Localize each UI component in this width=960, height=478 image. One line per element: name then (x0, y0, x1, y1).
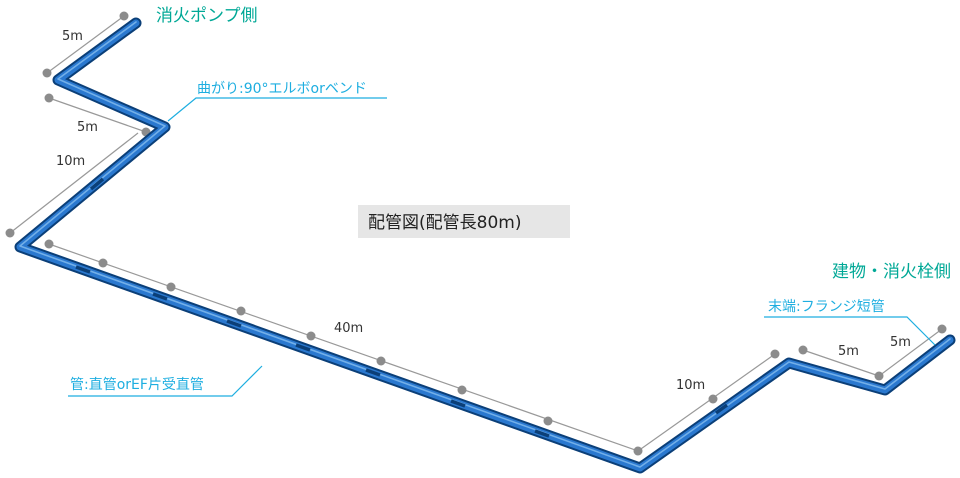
dimension-dot (937, 324, 947, 334)
dimension-line-second (48, 97, 147, 133)
dimension-dot (798, 345, 808, 355)
pipe-outline (14, 17, 956, 474)
dimension-dot (457, 385, 467, 395)
dimension-label-long: 40m (334, 321, 363, 336)
dimension-label-right-end: 5m (890, 335, 911, 350)
pipe-coupling (295, 343, 311, 352)
pipe-body (16, 19, 954, 472)
dimension-dot (874, 371, 884, 381)
pipe-coupling (450, 399, 466, 408)
dimension-dot (5, 228, 15, 238)
dimension-line-top (46, 15, 125, 74)
dimension-dot (44, 93, 54, 103)
dimension-line-right-end (878, 328, 943, 377)
center-title-box (358, 205, 570, 238)
dimension-dot (633, 446, 643, 456)
dimension-dot (770, 349, 780, 359)
dimension-label-second: 5m (77, 120, 98, 135)
dimension-dot (42, 68, 52, 78)
pipe-coupling (365, 368, 381, 377)
pipe-callout: 管:直管orEF片受直管 (70, 376, 204, 393)
pipe-coupling (714, 403, 729, 415)
dimension-dot (236, 306, 246, 316)
dimension-lines (9, 15, 943, 452)
dimension-dot (306, 331, 316, 341)
dimension-dot (543, 416, 553, 426)
elbow-callout-leader (167, 97, 387, 122)
end-callout-leader (764, 316, 936, 346)
pipe-callout-leader (68, 365, 263, 397)
dimension-line-diagonal (9, 132, 139, 234)
dimension-dot (98, 258, 108, 268)
pipe-run (14, 17, 956, 474)
dimension-line-right-diagonal (637, 353, 776, 452)
center-title: 配管図(配管長80m) (368, 213, 521, 233)
pipe-coupling (534, 429, 550, 438)
pipe-coupling (152, 292, 168, 301)
pipe-couplings (75, 177, 729, 438)
pipe-coupling (89, 177, 105, 191)
dimension-dot (44, 239, 54, 249)
dimension-dot (166, 282, 176, 292)
dimension-label-top: 5m (62, 29, 83, 44)
elbow-callout: 曲がり:90°エルボorベンド (197, 81, 367, 97)
pipe-coupling (226, 319, 242, 328)
dimension-line-long (48, 243, 639, 452)
dimension-dot (708, 394, 718, 404)
callout-leaders (68, 97, 936, 397)
pump-side-label: 消火ポンプ側 (156, 6, 258, 26)
dimension-label-right-diagonal: 10m (676, 378, 705, 393)
pipe-highlight (19, 21, 951, 468)
end-callout: 末端:フランジ短管 (768, 299, 885, 315)
dimension-line-right-flat (802, 349, 880, 377)
dimension-label-diagonal: 10m (56, 154, 85, 169)
pipe-coupling (75, 265, 91, 274)
building-side-label: 建物・消火栓側 (832, 262, 951, 282)
dimension-label-right-flat: 5m (838, 344, 859, 359)
dimension-dot (119, 11, 129, 21)
dimension-dot (376, 356, 386, 366)
